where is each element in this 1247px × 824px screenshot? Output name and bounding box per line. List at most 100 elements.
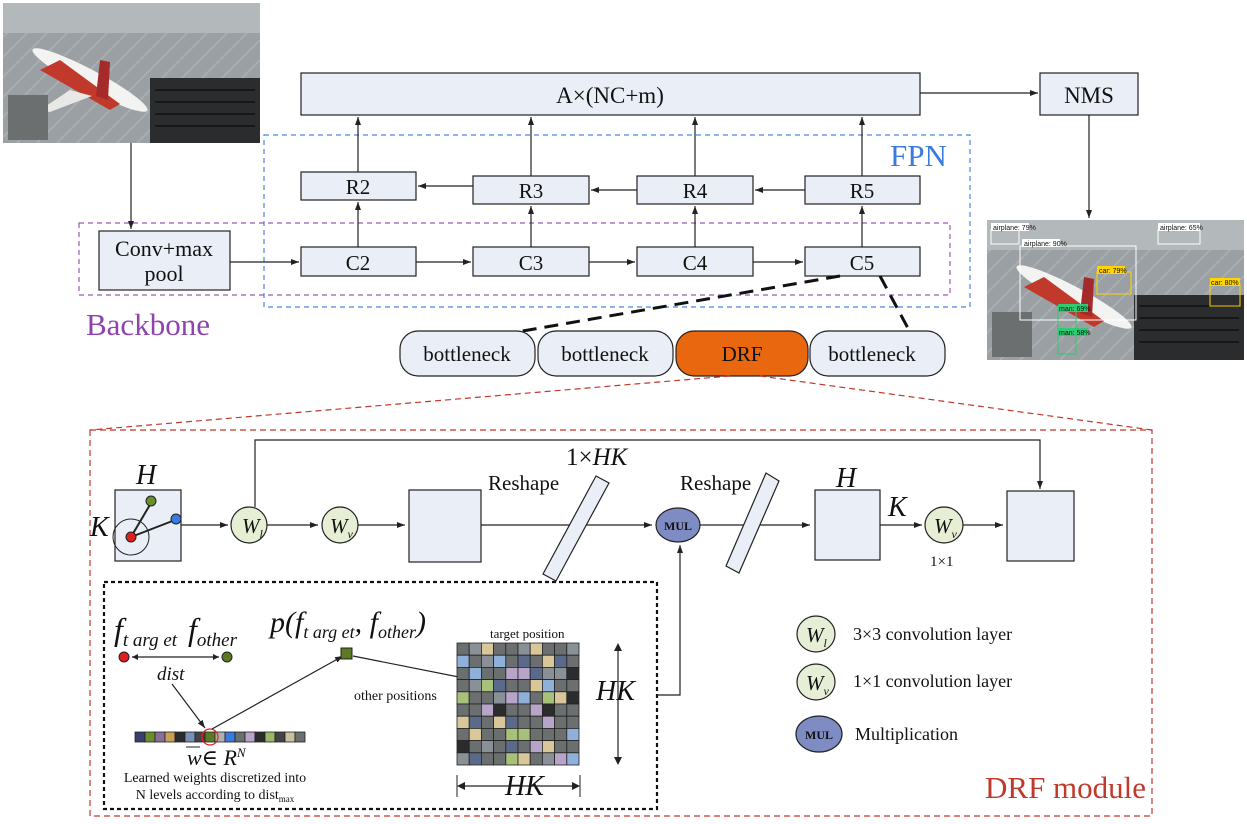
output-photo bbox=[987, 220, 1244, 360]
matrix-cell bbox=[542, 667, 556, 681]
svg-text:Wv: Wv bbox=[806, 671, 830, 698]
matrix-cell bbox=[480, 642, 494, 656]
matrix-cell bbox=[554, 654, 568, 668]
matrix-cell bbox=[529, 691, 543, 705]
value-feature-map bbox=[408, 489, 482, 563]
matrix-cell bbox=[468, 654, 482, 668]
matrix-cell bbox=[456, 740, 470, 754]
block-bottleneck-2-label: bottleneck bbox=[561, 342, 649, 366]
matrix-cell bbox=[456, 728, 470, 742]
matrix-cell bbox=[456, 715, 470, 729]
legend: Wl 3×3 convolution layer Wv 1×1 convolut… bbox=[795, 615, 1012, 753]
inset-caption-line2: N levels according to distmax bbox=[136, 788, 295, 804]
matrix-cell bbox=[542, 654, 556, 668]
inset-other-dot bbox=[221, 651, 233, 663]
c3-box bbox=[472, 246, 590, 277]
hk-side-label: HK bbox=[595, 676, 636, 707]
matrix-cell bbox=[505, 679, 519, 693]
block-drf-label: DRF bbox=[722, 342, 763, 366]
matrix-cell bbox=[456, 703, 470, 717]
matrix-cell bbox=[517, 703, 531, 717]
matrix-cell bbox=[493, 715, 507, 729]
matrix-cell bbox=[468, 728, 482, 742]
matrix-cell bbox=[468, 752, 482, 766]
drf-k-label-2: K bbox=[887, 492, 908, 523]
nms-box bbox=[1039, 72, 1139, 116]
matrix-cell bbox=[554, 728, 568, 742]
matrix-cell bbox=[456, 691, 470, 705]
matrix-cell bbox=[554, 667, 568, 681]
r3-label: R3 bbox=[519, 179, 544, 203]
r2-label: R2 bbox=[346, 175, 371, 199]
matrix-cell bbox=[480, 715, 494, 729]
block-bottleneck-3 bbox=[809, 330, 946, 377]
f-other: fother bbox=[188, 611, 238, 651]
matrix-cell bbox=[505, 715, 519, 729]
block-bottleneck-2 bbox=[537, 330, 674, 377]
matrix-cell bbox=[554, 752, 568, 766]
svg-text:Wv: Wv bbox=[934, 514, 958, 541]
reshape-label-1: Reshape bbox=[488, 471, 559, 495]
matrix-cell bbox=[529, 728, 543, 742]
svg-text:Wl: Wl bbox=[806, 623, 828, 650]
matrix-cell bbox=[517, 642, 531, 656]
backbone-label: Backbone bbox=[86, 307, 210, 342]
matrix-cell bbox=[480, 728, 494, 742]
det-label-1: airplane: 90% bbox=[1024, 241, 1067, 248]
matrix-cell bbox=[566, 728, 580, 742]
matrix-cell bbox=[554, 740, 568, 754]
detection-boxes: airplane: 79% airplane: 90% airplane: 65… bbox=[990, 223, 1241, 355]
one-hk-label: 1×HK bbox=[566, 444, 629, 471]
det-label-4: car: 80% bbox=[1211, 280, 1239, 287]
dist-label: dist bbox=[157, 664, 185, 685]
matrix-cell bbox=[529, 740, 543, 754]
matrix-cell bbox=[468, 691, 482, 705]
matrix-cell bbox=[517, 679, 531, 693]
matrix-cell bbox=[505, 667, 519, 681]
matrix-cell bbox=[456, 752, 470, 766]
relation-matrix bbox=[456, 642, 580, 766]
zoom-line-left bbox=[487, 274, 841, 339]
matrix-cell bbox=[456, 667, 470, 681]
stem-box bbox=[98, 230, 231, 291]
head-box bbox=[300, 72, 921, 116]
block-bottleneck-1-label: bottleneck bbox=[423, 342, 511, 366]
matrix-cell bbox=[493, 642, 507, 656]
r3-box bbox=[472, 175, 590, 205]
drf-module-region bbox=[89, 429, 1153, 817]
matrix-cell bbox=[529, 715, 543, 729]
one-by-one-label: 1×1 bbox=[930, 554, 953, 570]
matrix-cell bbox=[505, 654, 519, 668]
matrix-cell bbox=[468, 679, 482, 693]
matrix-cell bbox=[529, 642, 543, 656]
matrix-cell bbox=[529, 752, 543, 766]
matrix-cell bbox=[542, 740, 556, 754]
matrix-cell bbox=[517, 667, 531, 681]
r2-box bbox=[300, 171, 417, 201]
matrix-cell bbox=[529, 679, 543, 693]
mul-label: MUL bbox=[664, 519, 692, 533]
other-positions-label: other positions bbox=[354, 689, 437, 704]
matrix-cell bbox=[542, 642, 556, 656]
matrix-cell bbox=[566, 654, 580, 668]
p-value-cell bbox=[340, 647, 353, 660]
reshape-bar-2 bbox=[725, 472, 780, 574]
det-label-2: airplane: 65% bbox=[1160, 225, 1203, 232]
legend-wl-icon bbox=[796, 615, 836, 653]
fpn-region bbox=[263, 134, 971, 308]
matrix-cell bbox=[517, 654, 531, 668]
matrix-cell bbox=[505, 703, 519, 717]
f-target: ft arg et bbox=[114, 611, 178, 651]
matrix-cell bbox=[468, 642, 482, 656]
c4-box bbox=[636, 246, 754, 277]
stem-label-line2: pool bbox=[144, 261, 183, 286]
c2-box bbox=[300, 246, 417, 277]
matrix-cell bbox=[480, 703, 494, 717]
matrix-cell bbox=[554, 703, 568, 717]
c2-label: C2 bbox=[346, 251, 371, 275]
fpn-label: FPN bbox=[890, 138, 947, 173]
r5-label: R5 bbox=[850, 179, 875, 203]
matrix-cell bbox=[468, 703, 482, 717]
matrix-cell bbox=[505, 691, 519, 705]
